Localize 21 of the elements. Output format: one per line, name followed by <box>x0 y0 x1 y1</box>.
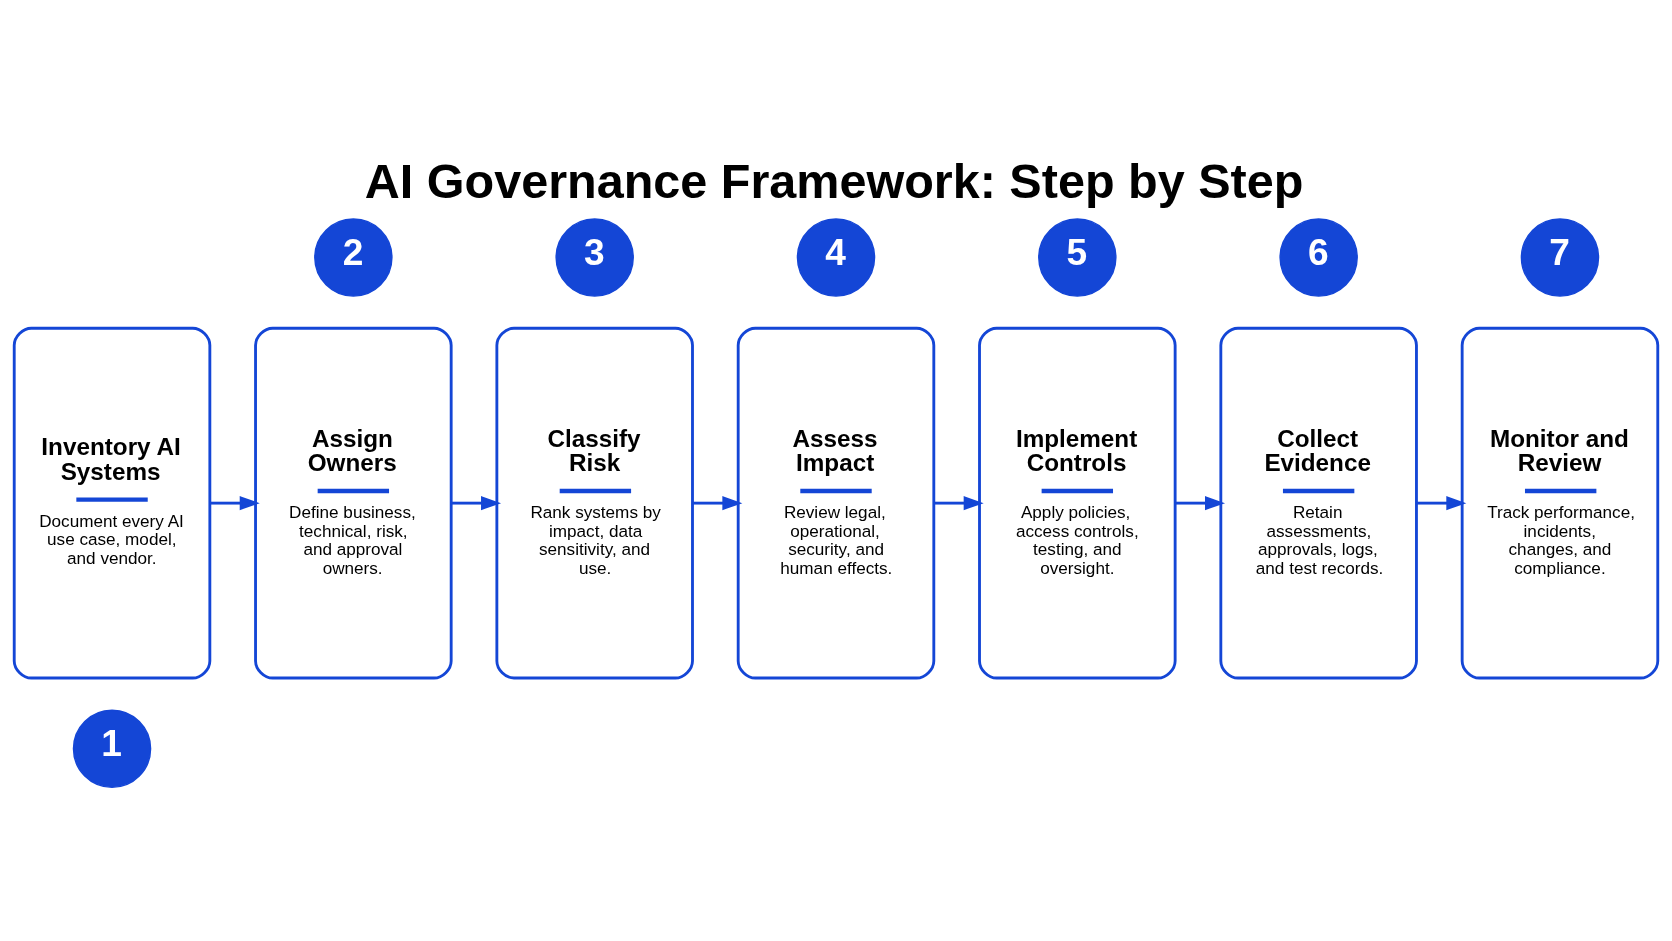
node-circle: 2 <box>314 217 393 297</box>
node-circle: 7 <box>1520 217 1600 297</box>
node-box: Collect Evidence Retain assessments, approvals, logs, and test records. <box>1219 326 1418 679</box>
node-box: Implement Controls Apply policies, access controls, testing, and oversight. <box>978 326 1177 679</box>
arrow <box>1417 495 1467 510</box>
node-box: Assess Impact Review legal, operational, security, and human effects. <box>736 326 936 679</box>
arrow <box>210 495 260 510</box>
node-circle: 4 <box>796 217 876 297</box>
arrow <box>1175 495 1226 510</box>
node-box: Monitor and Review Track performance, incidents, changes, and compliance. <box>1460 326 1660 679</box>
node-box: Assign Owners Define business, technical, risk, and approval owners. <box>254 326 453 679</box>
diagram-title: AI Governance Framework: Step by Step <box>364 153 1304 208</box>
node-box: Classify Risk Rank systems by impact, data sensitivity, and use. <box>495 326 694 679</box>
arrow <box>693 495 743 510</box>
node-circle: 6 <box>1279 217 1358 297</box>
node-circle: 5 <box>1038 217 1117 297</box>
arrow <box>451 495 502 510</box>
node-box: Inventory AI Systems Document every AI use case, model, and vendor. <box>12 326 212 679</box>
node-circle: 1 <box>72 708 152 788</box>
arrow <box>934 495 984 510</box>
node-circle: 3 <box>555 217 634 297</box>
